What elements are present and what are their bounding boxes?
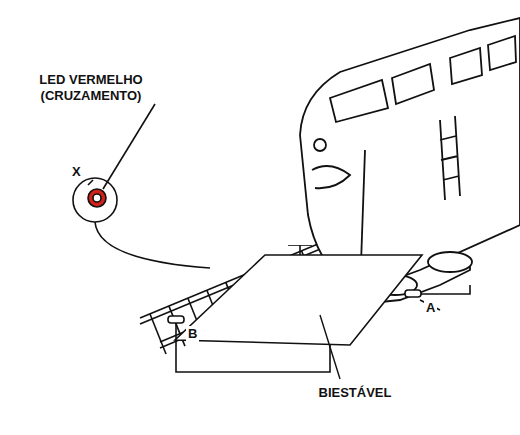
bistable-box: BIESTÁVEL [160,245,440,415]
red-led [73,104,210,268]
sensor-letter: A [424,300,437,316]
sensor-letter: B [186,326,199,342]
led-label: LED VERMELHO (CRUZAMENTO) [30,72,152,103]
box-label: BIESTÁVEL [317,385,394,400]
point-letter: X [70,164,83,180]
box-outline [160,245,440,415]
track-tie [150,314,166,354]
